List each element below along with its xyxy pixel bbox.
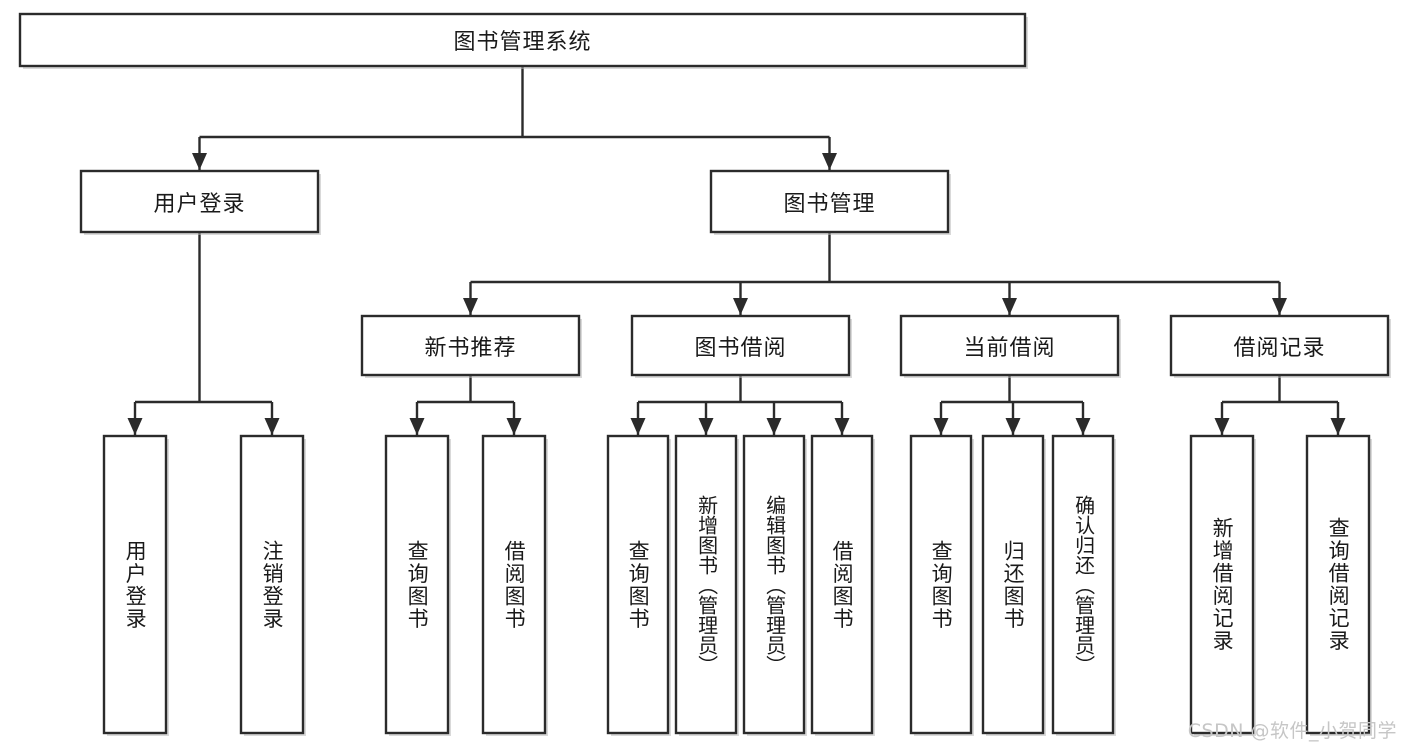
node-box-leaf-borrow-book-1[interactable] bbox=[481, 434, 548, 736]
node-box-leaf-confirm-return[interactable] bbox=[1051, 434, 1116, 736]
node-box-book-borrow[interactable] bbox=[630, 314, 852, 378]
node-box-new-book-rec[interactable] bbox=[360, 314, 582, 378]
node-box-book-manage[interactable] bbox=[709, 169, 951, 235]
node-box-leaf-query-book-1[interactable] bbox=[384, 434, 451, 736]
node-box-leaf-add-record[interactable] bbox=[1189, 434, 1256, 736]
node-boxes-layer bbox=[18, 12, 1391, 736]
node-box-current-borrow[interactable] bbox=[899, 314, 1121, 378]
node-box-leaf-user-login[interactable] bbox=[102, 434, 169, 736]
connector-bookmanage-to-level3 bbox=[463, 232, 1287, 315]
node-box-leaf-query-book-2[interactable] bbox=[606, 434, 671, 736]
connector-userlogin-to-leaves bbox=[127, 232, 280, 435]
node-box-root[interactable] bbox=[18, 12, 1028, 69]
node-box-leaf-add-book[interactable] bbox=[674, 434, 739, 736]
node-box-leaf-borrow-book-2[interactable] bbox=[810, 434, 875, 736]
connector-borrowrecord-to-leaves bbox=[1214, 375, 1346, 435]
node-box-leaf-query-book-3[interactable] bbox=[909, 434, 974, 736]
connector-root-to-level2 bbox=[192, 66, 837, 170]
connector-currentborrow-to-leaves bbox=[933, 375, 1091, 435]
node-box-borrow-record[interactable] bbox=[1169, 314, 1391, 378]
watermark-text: CSDN @软件_小贺同学 bbox=[1187, 720, 1397, 742]
node-box-leaf-query-record[interactable] bbox=[1305, 434, 1372, 736]
connector-newbook-to-leaves bbox=[409, 375, 522, 435]
connector-bookborrow-to-leaves bbox=[630, 375, 850, 435]
connectors-layer bbox=[127, 66, 1346, 435]
node-box-leaf-edit-book[interactable] bbox=[742, 434, 807, 736]
node-box-user-login[interactable] bbox=[79, 169, 321, 235]
node-box-leaf-return-book[interactable] bbox=[981, 434, 1046, 736]
node-box-leaf-logout[interactable] bbox=[239, 434, 306, 736]
